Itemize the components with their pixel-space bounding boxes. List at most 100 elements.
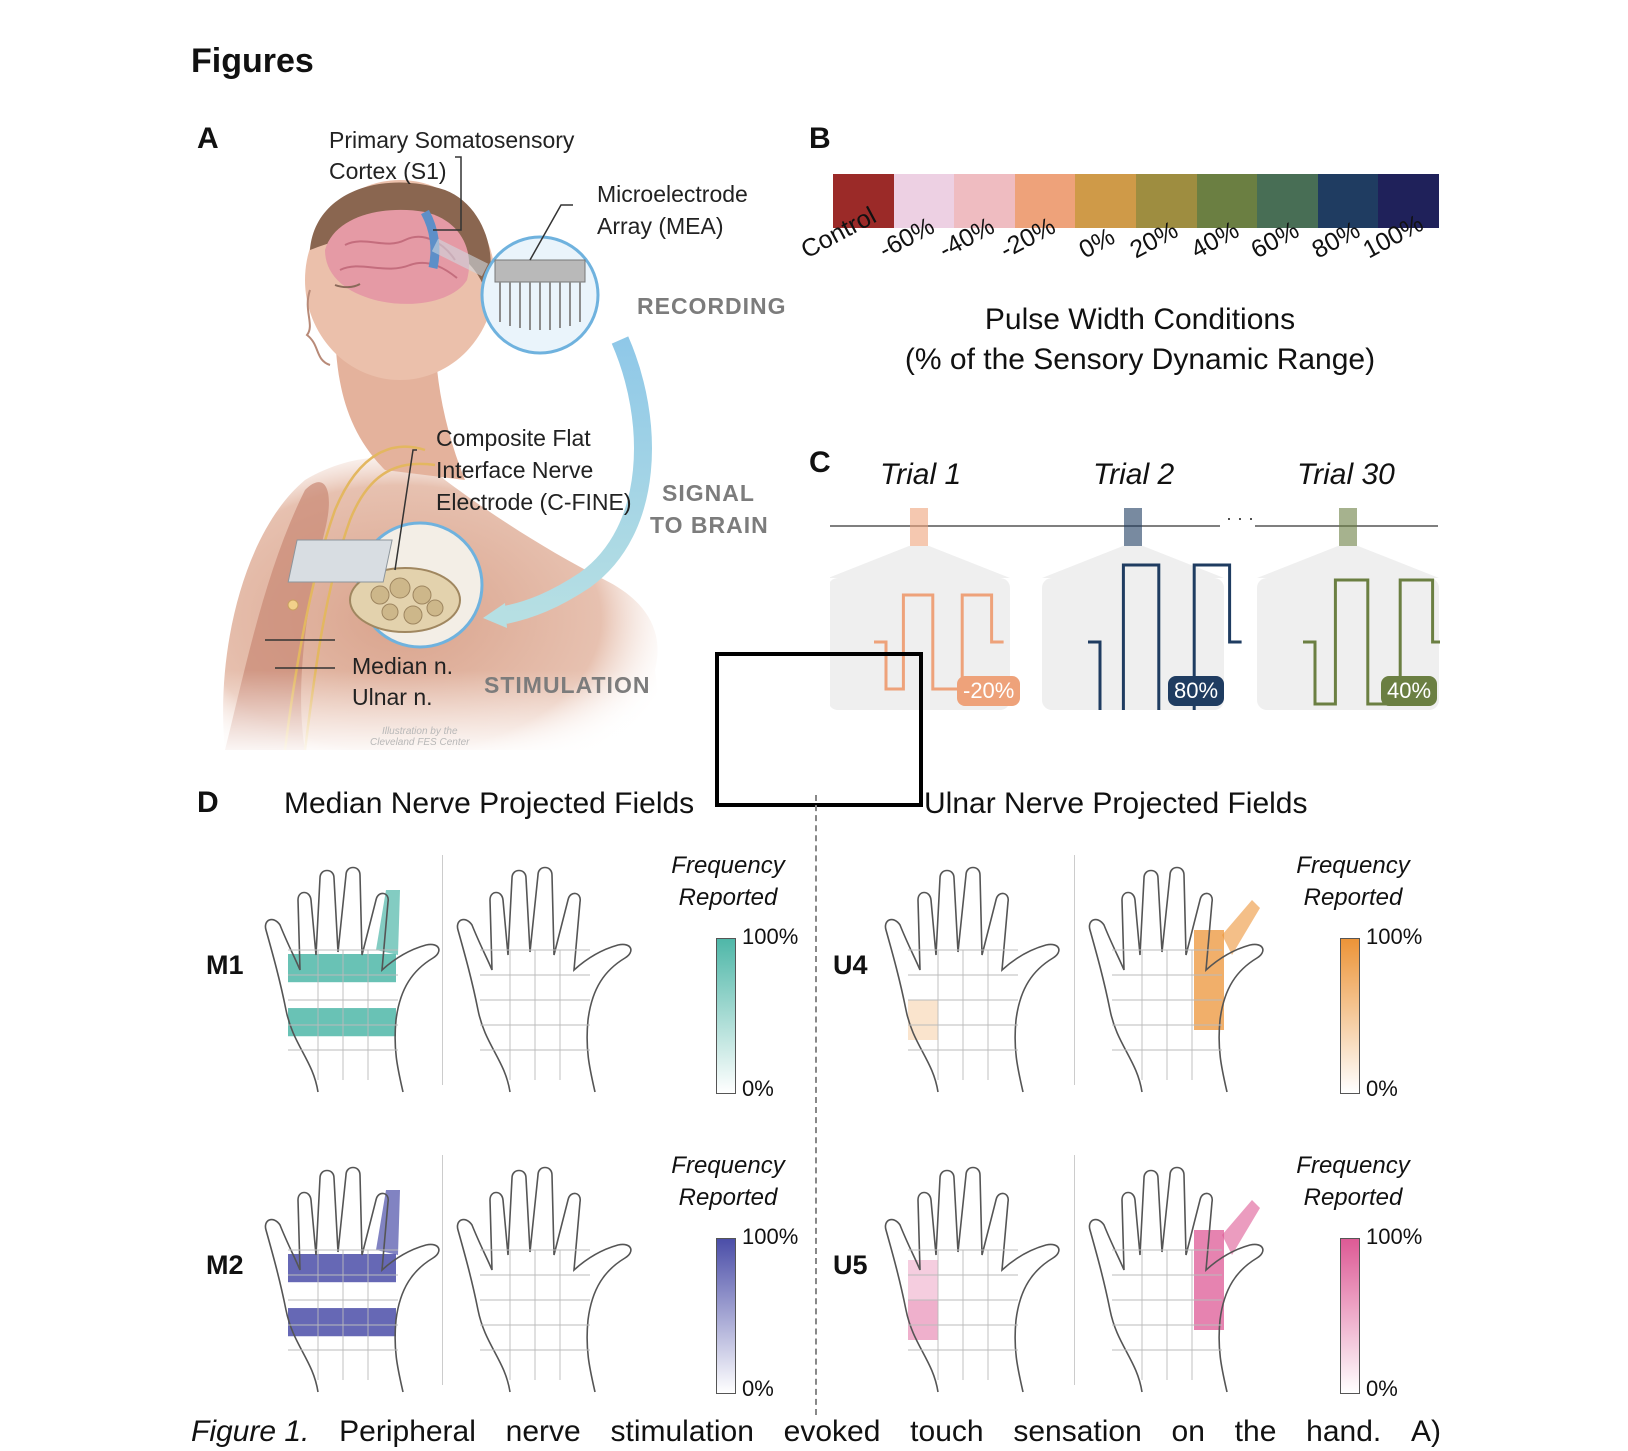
pulse-waveform <box>1088 563 1242 710</box>
pulse-width-swatch <box>1317 174 1379 228</box>
label-cfine-line1: Composite Flat <box>436 425 591 451</box>
zoom-trapezoid <box>830 546 1010 578</box>
label-s1-line1: Primary Somatosensory <box>329 127 575 153</box>
field-finger <box>1222 1200 1260 1255</box>
frequency-min-label: 0% <box>742 1076 774 1101</box>
frequency-max-label: 100% <box>742 924 799 949</box>
frequency-max-label: 100% <box>1366 1224 1423 1249</box>
trial-timeline <box>830 508 1440 710</box>
hand-separator <box>442 855 443 1085</box>
label-s1-line2: Cortex (S1) <box>329 158 447 184</box>
caption-word: sensation <box>1013 1415 1142 1448</box>
hand-contour <box>884 866 1060 1093</box>
caption-word: hand. <box>1306 1415 1382 1448</box>
ulnar-fields-title: Ulnar Nerve Projected Fields <box>924 787 1308 820</box>
pulse-width-swatch <box>1135 174 1197 228</box>
hand-figure-right <box>450 1160 640 1400</box>
frequency-min-label: 0% <box>1366 1076 1398 1101</box>
frequency-max-label: 100% <box>742 1224 799 1249</box>
trial-2-title: Trial 2 <box>1093 458 1175 491</box>
field-band <box>288 954 396 983</box>
hand-contour <box>264 866 440 1093</box>
hand-contour <box>884 1166 1060 1393</box>
hand-separator <box>442 1155 443 1385</box>
pulse-width-swatch <box>954 174 1015 228</box>
frequency-color-bar <box>716 1238 736 1394</box>
label-signal-line2: TO BRAIN <box>650 512 769 538</box>
hand-figure-left <box>258 1160 448 1400</box>
trial-30-title: Trial 30 <box>1297 458 1395 491</box>
caption-word: evoked <box>783 1415 881 1448</box>
hand-outline <box>264 1166 440 1393</box>
zoom-trapezoid <box>1042 546 1224 578</box>
trial-ellipsis: · · · <box>1226 508 1254 528</box>
label-mea-line1: Microelectrode <box>597 181 748 207</box>
pulse-waveform <box>1303 578 1440 706</box>
pulse-width-swatch <box>833 174 894 228</box>
hand-figure-right <box>1082 860 1272 1100</box>
frequency-title-line2: Reported <box>678 1184 778 1211</box>
panel-a-illustration <box>185 156 785 760</box>
frequency-title-line1: Frequency <box>671 852 785 879</box>
pulse-width-title-line2: (% of the Sensory Dynamic Range) <box>904 343 1376 376</box>
label-ulnar-nerve: Ulnar n. <box>352 684 433 710</box>
panel-a-letter: A <box>197 122 219 155</box>
caption-word: on <box>1171 1415 1205 1448</box>
label-stimulation: STIMULATION <box>484 672 651 698</box>
trial-2-badge: 80% <box>1168 676 1225 706</box>
pulse-width-title: Pulse Width Conditions (% of the Sensory… <box>880 300 1400 380</box>
field-finger <box>1222 900 1260 955</box>
hand-figure-left <box>878 1160 1068 1400</box>
pulse-waveform <box>874 593 1004 691</box>
frequency-title-line1: Frequency <box>1296 1152 1410 1179</box>
hand-outline <box>1088 1166 1264 1393</box>
credit-line1: Illustration by the <box>381 726 458 737</box>
caption-word: touch <box>910 1415 984 1448</box>
row-label: U4 <box>833 950 868 980</box>
frequency-min-label: 0% <box>1366 1376 1398 1401</box>
pulse-width-color-bar <box>833 174 1439 228</box>
frequency-title-line2: Reported <box>1303 884 1403 911</box>
hand-contour <box>1088 866 1264 1093</box>
page-heading: Figures <box>191 42 314 80</box>
label-mea-line2: Array (MEA) <box>597 213 724 239</box>
trial-1-badge: -20% <box>957 676 1021 706</box>
caption-word: Peripheral <box>339 1415 476 1448</box>
caption-word: A) <box>1411 1415 1441 1448</box>
trial-30-badge: 40% <box>1381 676 1438 706</box>
hair-shape <box>310 182 491 290</box>
highlight-rectangle <box>715 652 923 807</box>
field-band <box>288 1008 396 1037</box>
field-patch <box>1194 1230 1224 1330</box>
hand-outline <box>1088 866 1264 1093</box>
caption-figure-label: Figure 1. <box>191 1415 310 1448</box>
field-band <box>288 1308 396 1337</box>
frequency-color-bar <box>1340 938 1360 1094</box>
field-finger <box>376 890 400 955</box>
trial-1-title: Trial 1 <box>880 458 962 491</box>
signal-arrow <box>503 336 652 624</box>
field-band <box>288 1254 396 1283</box>
panel-d-letter: D <box>197 786 219 819</box>
frequency-title-line1: Frequency <box>1296 852 1410 879</box>
median-ulnar-divider <box>815 795 817 1415</box>
hand-figure-left <box>878 860 1068 1100</box>
row-label: U5 <box>833 1250 868 1280</box>
frequency-max-label: 100% <box>1366 924 1423 949</box>
label-recording: RECORDING <box>637 293 787 319</box>
label-signal-line1: SIGNAL <box>662 480 755 506</box>
field-faint <box>908 1000 938 1040</box>
hand-outline <box>456 1166 632 1393</box>
hand-contour <box>264 1166 440 1393</box>
frequency-color-bar <box>1340 1238 1360 1394</box>
frequency-title-line1: Frequency <box>671 1152 785 1179</box>
pulse-width-tick-label: 0% <box>1073 222 1119 265</box>
zoom-trapezoid <box>1257 546 1439 578</box>
hand-contour <box>1088 1166 1264 1393</box>
median-fields-title: Median Nerve Projected Fields <box>284 787 695 820</box>
pulse-width-swatch <box>1257 174 1318 228</box>
pulse-width-swatch <box>893 174 955 228</box>
pulse-width-swatch <box>1075 174 1136 228</box>
